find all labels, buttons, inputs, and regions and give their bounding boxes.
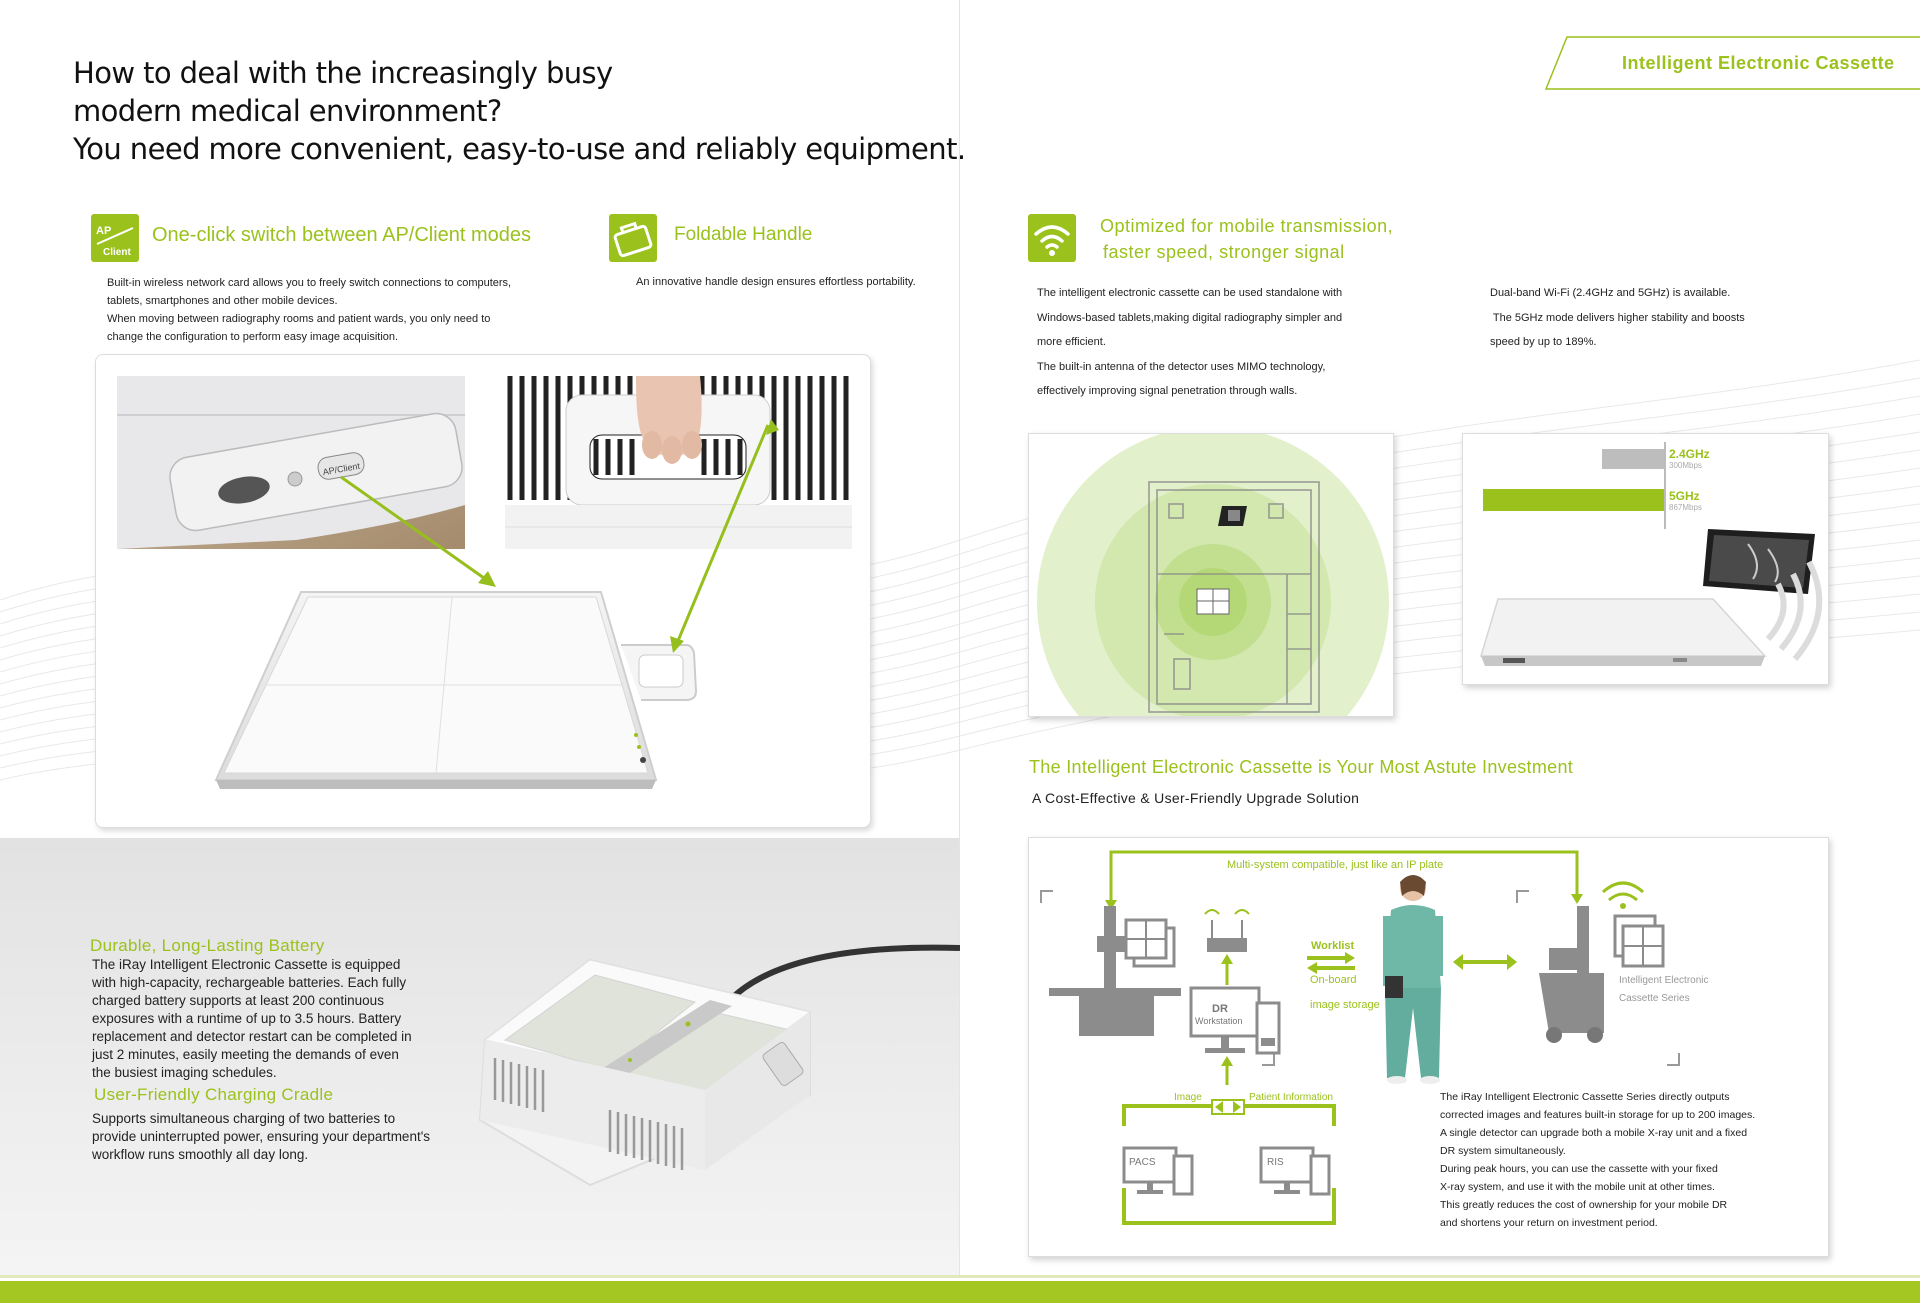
workflow-line: The iRay Intelligent Electronic Cassette… bbox=[1440, 1091, 1730, 1103]
ap-client-line: change the configuration to perform easy… bbox=[107, 331, 399, 343]
mobile-left-line: The built-in antenna of the detector use… bbox=[1037, 360, 1326, 373]
worklist-label: Worklist bbox=[1311, 940, 1355, 952]
investment-title: The Intelligent Electronic Cassette is Y… bbox=[1029, 757, 1574, 777]
headline-line-3: You need more convenient, easy-to-use an… bbox=[73, 132, 966, 166]
foldable-handle-description: An innovative handle design ensures effo… bbox=[636, 273, 916, 291]
signal-coverage-image bbox=[1028, 433, 1394, 717]
client-icon-text: Client bbox=[103, 247, 131, 258]
workflow-line: During peak hours, you can use the casse… bbox=[1440, 1163, 1718, 1175]
patient-info-label: Patient Information bbox=[1249, 1092, 1333, 1103]
product-photo-frame: AP/Client bbox=[95, 354, 871, 828]
wifi-icon bbox=[1028, 214, 1076, 262]
mobile-left-description: The intelligent electronic cassette can … bbox=[1037, 281, 1342, 404]
onboard-label: On-board bbox=[1310, 974, 1356, 986]
ap-client-line: When moving between radiography rooms an… bbox=[107, 313, 491, 325]
charging-cradle-image bbox=[478, 944, 960, 1187]
foldable-handle-text: An innovative handle design ensures effo… bbox=[636, 276, 916, 288]
label-2-4ghz: 2.4GHz bbox=[1669, 447, 1710, 461]
ap-client-description: Built-in wireless network card allows yo… bbox=[107, 274, 511, 346]
battery-line: The iRay Intelligent Electronic Cassette… bbox=[92, 957, 401, 972]
battery-line: with high-capacity, rechargeable batteri… bbox=[92, 975, 407, 990]
charging-cradle-title: User-Friendly Charging Cradle bbox=[94, 1085, 334, 1104]
workflow-line: X-ray system, and use it with the mobile… bbox=[1440, 1181, 1715, 1193]
bar-2-4ghz bbox=[1602, 449, 1665, 469]
mobile-right-line: Dual-band Wi-Fi (2.4GHz and 5GHz) is ava… bbox=[1490, 287, 1731, 299]
cradle-line: provide uninterrupted power, ensuring yo… bbox=[92, 1129, 431, 1144]
workflow-line: DR system simultaneously. bbox=[1440, 1145, 1566, 1157]
foldable-handle-title: Foldable Handle bbox=[674, 224, 813, 245]
label-5ghz: 5GHz bbox=[1669, 489, 1700, 503]
footer-line bbox=[0, 1275, 1920, 1278]
mobile-title-line-1: Optimized for mobile transmission, bbox=[1100, 216, 1394, 236]
pacs-label: PACS bbox=[1129, 1157, 1156, 1168]
sub-5ghz: 867Mbps bbox=[1669, 503, 1702, 512]
battery-line: just 2 minutes, easily meeting the deman… bbox=[92, 1047, 399, 1062]
workflow-line: corrected images and features built-in s… bbox=[1440, 1109, 1756, 1121]
mobile-xray-icon bbox=[1539, 881, 1665, 1043]
handle-photo bbox=[505, 376, 852, 549]
cradle-line: Supports simultaneous charging of two ba… bbox=[92, 1111, 396, 1126]
workflow-description: The iRay Intelligent Electronic Cassette… bbox=[1440, 1088, 1755, 1232]
series-label-line-2: Cassette Series bbox=[1619, 993, 1690, 1004]
ap-client-line: Built-in wireless network card allows yo… bbox=[107, 277, 512, 289]
section-tag-label: Intelligent Electronic Cassette bbox=[1622, 53, 1895, 73]
briefcase-icon bbox=[609, 214, 657, 262]
workflow-line: A single detector can upgrade both a mob… bbox=[1440, 1127, 1748, 1139]
pointer-arrows bbox=[340, 419, 779, 653]
mobile-left-line: Windows-based tablets,making digital rad… bbox=[1037, 311, 1343, 324]
dr-workstation-icon: DR Workstation bbox=[1189, 986, 1281, 1055]
dr-label: DR bbox=[1212, 1003, 1228, 1015]
fixed-xray-icon bbox=[1049, 906, 1181, 1036]
page-headline: How to deal with the increasingly busy m… bbox=[73, 54, 966, 168]
battery-title: Durable, Long-Lasting Battery bbox=[90, 936, 325, 955]
headline-line-1: How to deal with the increasingly busy bbox=[73, 56, 613, 90]
bar-5ghz bbox=[1483, 489, 1665, 511]
ris-label: RIS bbox=[1267, 1157, 1284, 1168]
headline-line-2: modern medical environment? bbox=[73, 94, 502, 128]
ap-client-title: One-click switch between AP/Client modes bbox=[152, 224, 532, 246]
mobile-title-line-2: faster speed, stronger signal bbox=[1103, 242, 1345, 262]
workflow-diagram: Multi-system compatible, just like an IP… bbox=[1028, 837, 1829, 1257]
cassette-illustration: AP/Client bbox=[117, 376, 852, 789]
series-label-line-1: Intelligent Electronic bbox=[1619, 975, 1709, 986]
mobile-right-description: Dual-band Wi-Fi (2.4GHz and 5GHz) is ava… bbox=[1490, 281, 1745, 355]
nurse-figure bbox=[1383, 875, 1443, 1084]
investment-subtitle: A Cost-Effective & User-Friendly Upgrade… bbox=[1032, 790, 1360, 806]
mobile-left-line: more efficient. bbox=[1037, 336, 1106, 348]
image-storage-label: image storage bbox=[1310, 999, 1380, 1011]
mobile-right-line: speed by up to 189%. bbox=[1490, 336, 1597, 348]
ris-icon: RIS bbox=[1259, 1146, 1331, 1196]
wifi-speed-image: 2.4GHz 300Mbps 5GHz 867Mbps bbox=[1462, 433, 1829, 685]
workstation-label: Workstation bbox=[1195, 1016, 1242, 1026]
cassette-panel bbox=[214, 591, 698, 789]
battery-line: charged battery supports at least 200 co… bbox=[92, 993, 384, 1008]
workflow-line: and shortens your return on investment p… bbox=[1440, 1217, 1658, 1229]
ap-client-line: tablets, smartphones and other mobile de… bbox=[107, 295, 338, 307]
charging-cradle-description: Supports simultaneous charging of two ba… bbox=[92, 1110, 430, 1164]
ap-client-icon: AP Client bbox=[91, 214, 139, 262]
battery-line: exposures with a runtime of up to 3.5 ho… bbox=[92, 1011, 402, 1026]
workflow-line: This greatly reduces the cost of ownersh… bbox=[1440, 1199, 1728, 1211]
battery-line: replacement and detector restart can be … bbox=[92, 1029, 412, 1044]
sub-2-4ghz: 300Mbps bbox=[1669, 461, 1702, 470]
ap-switch-photo: AP/Client bbox=[117, 376, 465, 549]
mobile-left-line: The intelligent electronic cassette can … bbox=[1037, 287, 1343, 299]
ap-icon-text: AP bbox=[96, 225, 111, 237]
image-label: Image bbox=[1174, 1092, 1202, 1103]
pacs-icon: PACS bbox=[1122, 1146, 1194, 1196]
page-spread-divider bbox=[959, 0, 960, 1275]
footer-band bbox=[0, 1281, 1920, 1303]
cradle-line: workflow runs smoothly all day long. bbox=[92, 1147, 309, 1162]
router-icon bbox=[1204, 909, 1250, 952]
battery-line: the busiest imaging schedules. bbox=[92, 1065, 277, 1080]
battery-description: The iRay Intelligent Electronic Cassette… bbox=[92, 956, 412, 1082]
mobile-left-line: effectively improving signal penetration… bbox=[1037, 385, 1298, 397]
mobile-transmission-title: Optimized for mobile transmission, faste… bbox=[1100, 213, 1393, 265]
mobile-right-line: The 5GHz mode delivers higher stability … bbox=[1490, 311, 1745, 324]
compat-label: Multi-system compatible, just like an IP… bbox=[1227, 859, 1443, 871]
section-tag-frame bbox=[1545, 36, 1920, 90]
